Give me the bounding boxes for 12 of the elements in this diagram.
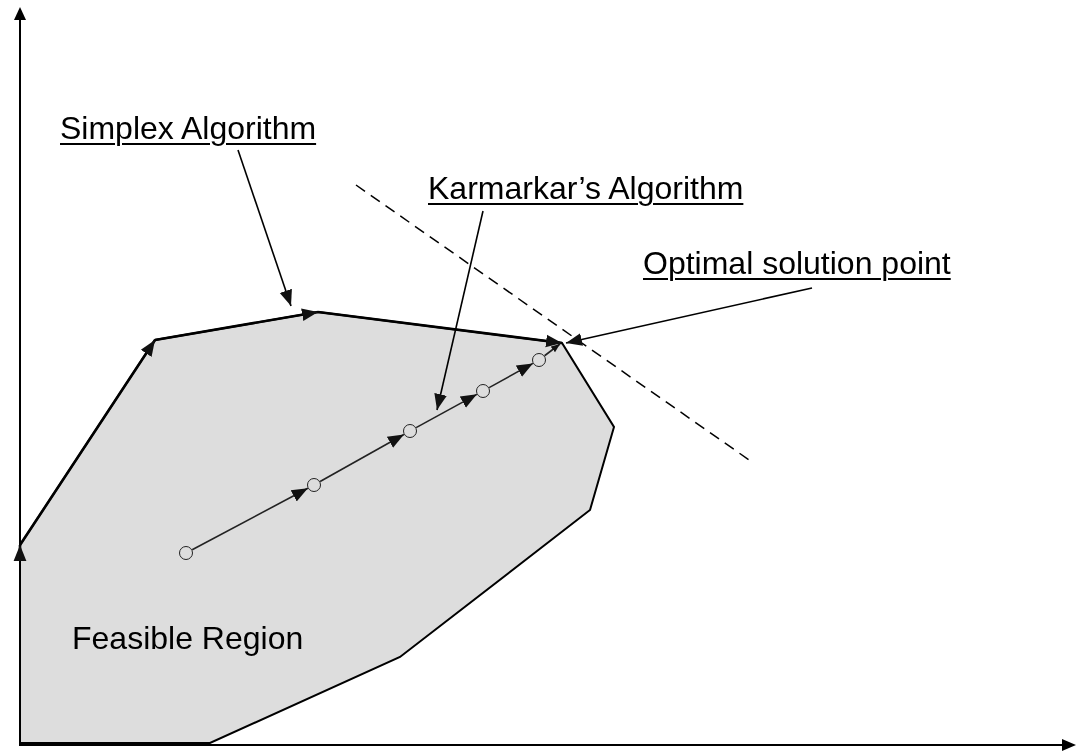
leader-arrow — [434, 210, 484, 411]
region-label: Feasible Region — [72, 620, 304, 656]
step-arrow — [488, 362, 534, 389]
step-arrow — [415, 393, 478, 429]
callout-label: Optimal solution point — [643, 245, 951, 281]
leader-arrow — [565, 287, 813, 346]
step-arrow — [319, 433, 405, 483]
callout-label: Simplex Algorithm — [60, 110, 317, 146]
step-arrow — [543, 343, 561, 357]
step-arrow — [191, 487, 309, 551]
callout-label: Karmarkar’s Algorithm — [428, 170, 744, 206]
leader-arrow — [237, 149, 292, 307]
